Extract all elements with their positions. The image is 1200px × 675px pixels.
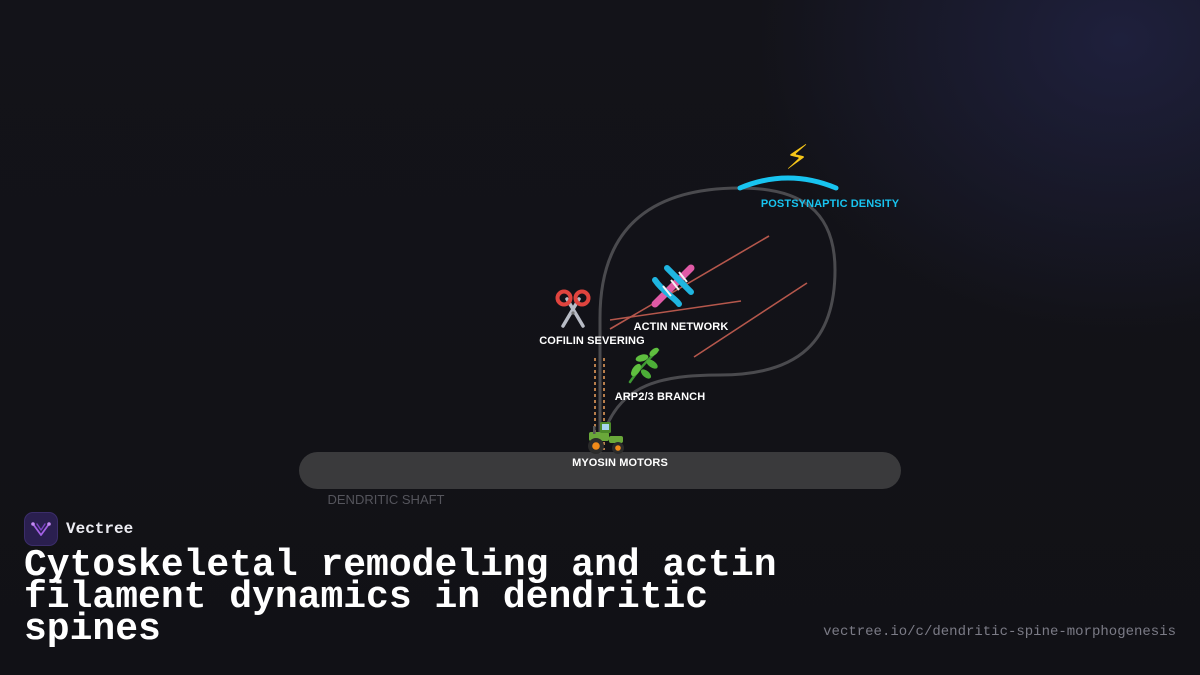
myosin-motors-label: MYOSIN MOTORS — [572, 457, 668, 469]
brand: Vectree — [24, 512, 133, 546]
cofilin-severing-label: COFILIN SEVERING — [539, 335, 645, 347]
page-title: Cytoskeletal remodeling and actin filame… — [24, 544, 777, 651]
dendritic-shaft-label: DENDRITIC SHAFT — [328, 492, 445, 507]
postsynaptic-density-label: POSTSYNAPTIC DENSITY — [761, 198, 900, 210]
actin-filaments — [609, 235, 808, 358]
actin-filament — [609, 235, 770, 330]
spine-outline — [598, 186, 837, 454]
tractor-icon — [588, 422, 624, 454]
dna-icon — [651, 264, 695, 308]
actin-network-label: ACTIN NETWORK — [634, 321, 729, 333]
lightning-icon: ⚡ — [785, 138, 809, 178]
vectree-logo-icon — [24, 512, 58, 546]
actin-filament — [693, 282, 808, 358]
herb-icon — [628, 347, 660, 384]
dendritic-shaft — [299, 452, 901, 489]
actin-filament — [609, 300, 742, 321]
arp23-branch-label: ARP2/3 BRANCH — [615, 391, 706, 403]
brand-name: Vectree — [66, 520, 134, 538]
scissors-icon — [555, 289, 591, 328]
postsynaptic-density-arc — [737, 175, 839, 191]
source-url: vectree.io/c/dendritic-spine-morphogenes… — [823, 624, 1176, 640]
